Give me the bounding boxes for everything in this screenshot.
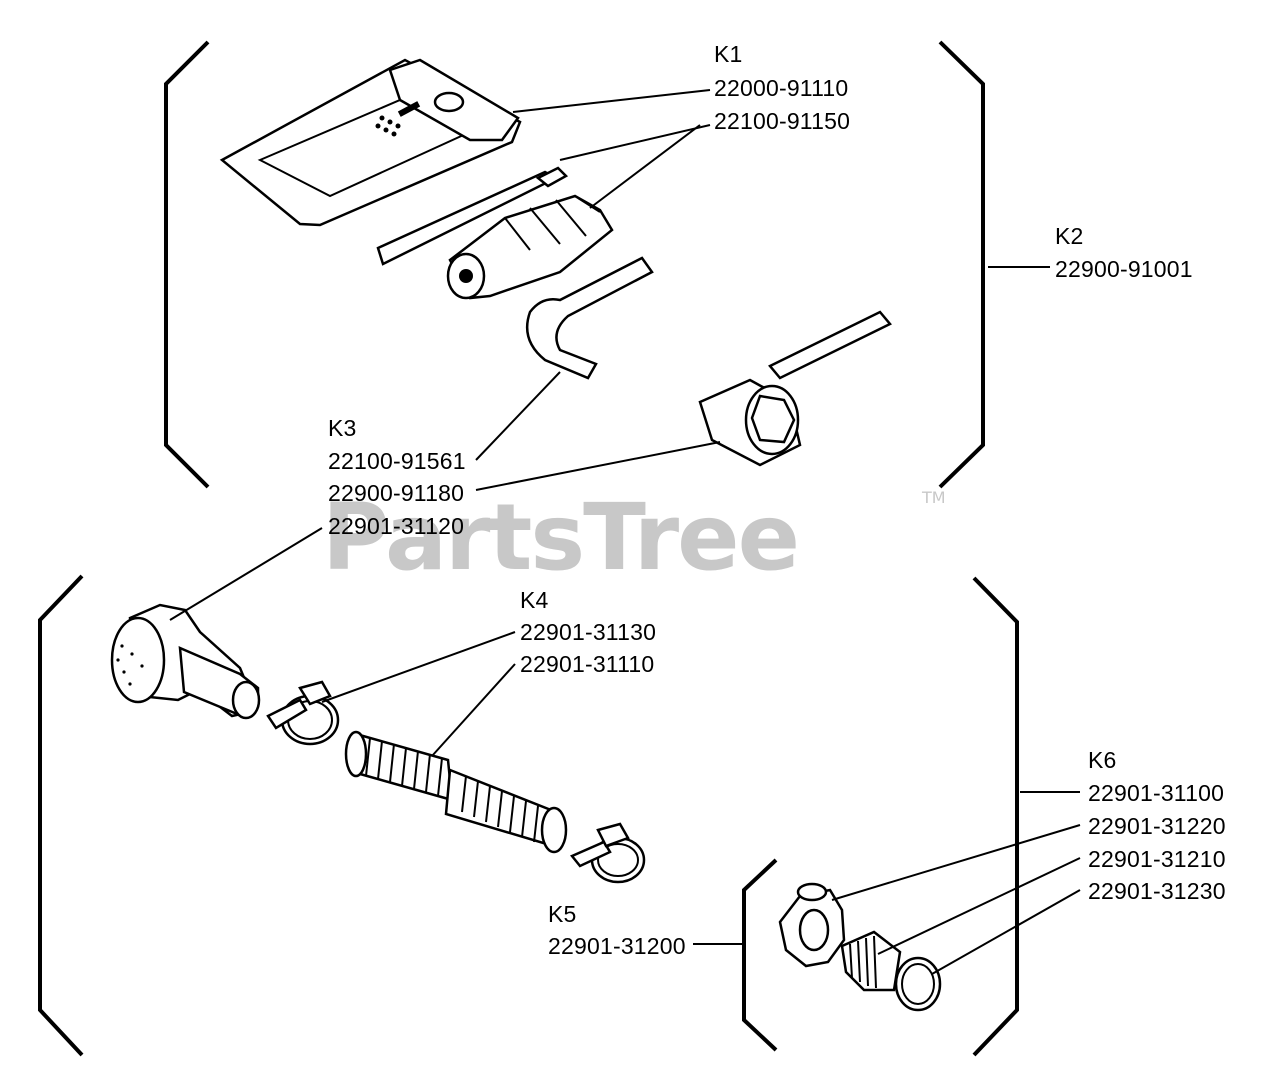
- threaded-nipple: [840, 930, 902, 992]
- part-number[interactable]: 22901-31200: [548, 933, 686, 959]
- part-number[interactable]: 22900-91001: [1055, 256, 1193, 282]
- bracket-k6-group: [38, 574, 1019, 1057]
- flexible-hose: [344, 730, 568, 854]
- label-k6: K6: [1088, 747, 1117, 773]
- part-number[interactable]: 22100-91561: [328, 448, 466, 474]
- hose-clamp-upper: [266, 680, 340, 746]
- screwdriver-blade: [376, 166, 569, 266]
- part-number[interactable]: 22000-91110: [714, 75, 849, 101]
- label-k3: K3: [328, 415, 357, 441]
- part-number[interactable]: 22901-31230: [1088, 878, 1226, 904]
- muffler: [110, 603, 261, 720]
- part-number[interactable]: 22901-31130: [520, 619, 657, 645]
- part-number[interactable]: 22901-31120: [328, 513, 465, 539]
- bracket-k5-group: [742, 858, 778, 1052]
- spark-plug-wrench: [698, 310, 892, 467]
- bracket-k2-group: [164, 40, 985, 489]
- adapter-fitting: [778, 882, 846, 968]
- leader-lines: [169, 89, 1081, 975]
- label-k1: K1: [714, 41, 743, 67]
- hose-clamp-lower: [570, 822, 646, 884]
- part-number[interactable]: 22900-91180: [328, 480, 465, 506]
- label-k4: K4: [520, 587, 549, 613]
- tool-pouch: [219, 58, 522, 227]
- washer-ring: [894, 956, 942, 1012]
- part-number[interactable]: 22901-31220: [1088, 813, 1226, 839]
- part-number[interactable]: 22100-91150: [714, 108, 851, 134]
- watermark-text: PartsTree: [322, 484, 800, 591]
- part-number[interactable]: 22901-31100: [1088, 780, 1225, 806]
- part-number[interactable]: 22901-31210: [1088, 846, 1226, 872]
- label-k5: K5: [548, 901, 577, 927]
- screwdriver-handle: [446, 194, 614, 300]
- trademark-symbol: TM: [922, 488, 946, 507]
- allen-key: [525, 256, 654, 380]
- part-number[interactable]: 22901-31110: [520, 651, 655, 677]
- label-k2: K2: [1055, 223, 1084, 249]
